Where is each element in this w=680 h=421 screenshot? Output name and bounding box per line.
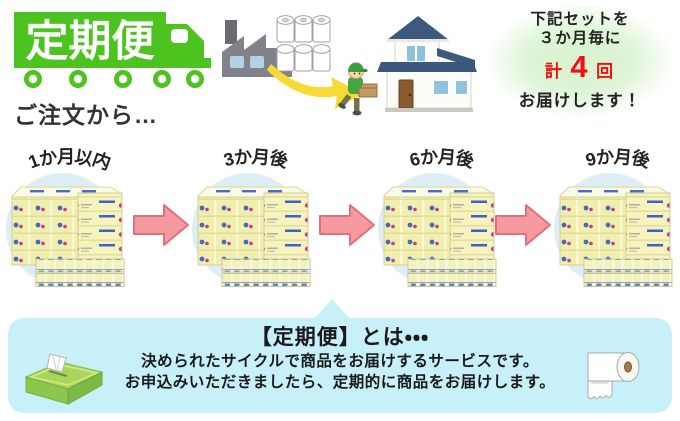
truck-window (171, 29, 188, 43)
teikibin-badge-label: 定期便 (26, 18, 156, 66)
promo-note: 下記セットを ３か月毎に 計 4 回 お届けします！ (486, 4, 674, 118)
truck-wheels (24, 70, 204, 88)
promo-count-suffix: 回 (596, 62, 616, 81)
promo-count-number: 4 (570, 49, 590, 84)
explanation-title: 【定期便】とは・・・ (250, 326, 430, 349)
delivery-person-icon (338, 62, 378, 116)
toilet-roll-icon (587, 352, 640, 400)
curved-arrow-icon (267, 64, 363, 109)
promo-line3: お届けします！ (518, 92, 642, 110)
truck-trailer (14, 12, 166, 68)
order-note-text: ご注文から… (14, 102, 158, 128)
arrow-right-icon (494, 202, 552, 248)
arrow-right-icon (132, 202, 190, 248)
factory-icon (222, 20, 292, 77)
tissue-box-icon (24, 353, 104, 405)
teikibin-explanation-box: 【定期便】とは・・・ 決められたサイクルで商品をお届けするサービスです。 お申込… (8, 318, 672, 413)
explanation-line1: 決められたサイクルで商品をお届けするサービスです。 (141, 353, 539, 370)
speech-bubble-tail (313, 299, 351, 320)
promo-line2: ３か月毎に (538, 30, 622, 47)
arrow-right-icon (318, 202, 376, 248)
promo-count-prefix: 計 (544, 62, 564, 81)
tissue-products-icon (556, 182, 676, 288)
step-label-4: 9か月後 (583, 146, 653, 172)
house-icon (377, 16, 477, 112)
promo-count: 計 4 回 (486, 50, 674, 90)
tissue-products-icon (380, 182, 500, 288)
promo-line1: 下記セットを (530, 11, 630, 28)
step-label-1: 1か月以内 (25, 146, 114, 174)
tissue-products-icon (8, 182, 128, 288)
truck-icon: 定期便 (14, 12, 211, 88)
step-label-3: 6か月後 (407, 146, 477, 172)
step-label-2: 3か月後 (221, 146, 291, 172)
toilet-paper-stack-icon (276, 15, 331, 72)
explanation-line2: お申込みいただきましたら、定期的に商品をお届けします。 (124, 374, 556, 391)
tissue-products-icon (194, 182, 314, 288)
delivery-scene-illustration (222, 15, 477, 116)
